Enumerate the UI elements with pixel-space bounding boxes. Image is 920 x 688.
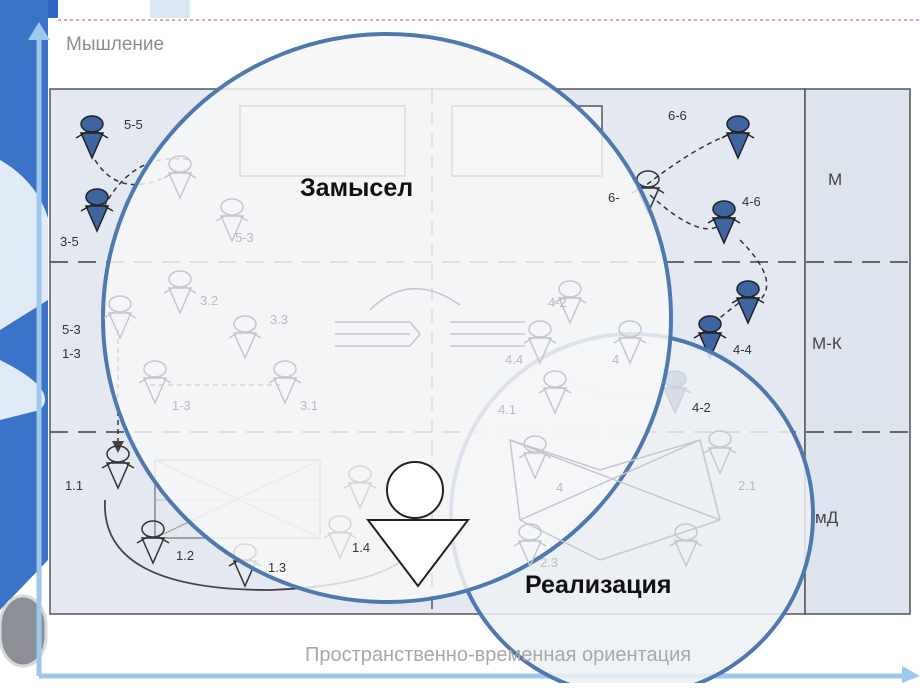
row-label-md: мД <box>815 508 839 527</box>
figure-label: 5-3 <box>235 230 254 245</box>
central-person-icon <box>365 461 471 588</box>
figure-label: 1.1 <box>65 478 84 493</box>
arrow-icon <box>369 287 461 311</box>
circle-zamysel <box>101 32 673 604</box>
figure-label: 4-6 <box>742 194 761 209</box>
figure-label: 3.1 <box>300 398 319 413</box>
figure-label: 4-2 <box>548 295 567 310</box>
figure-label: 4.4 <box>505 352 524 367</box>
figure-label: 1-3 <box>172 398 191 413</box>
vertical-axis-label: Мышление <box>66 34 165 55</box>
figure-label: 2.1 <box>738 478 757 493</box>
horizontal-axis-label: Пространственно-временная ориентация <box>305 644 692 666</box>
figure-label: 4-2 <box>692 400 711 415</box>
faded-figures <box>103 155 737 567</box>
figure-label: 2.3 <box>540 555 559 570</box>
realizatsiya-label: Реализация <box>525 571 672 599</box>
axes <box>28 22 920 683</box>
figure-label: 1.2 <box>176 548 195 563</box>
figure-label: 1.4 <box>352 540 371 555</box>
figure-label: 6- <box>608 190 620 205</box>
figure-label: 4 <box>612 352 620 367</box>
figure-label: 1-3 <box>62 346 81 361</box>
zamysel-label: Замысел <box>300 174 414 202</box>
figure-label: 4 <box>556 480 564 495</box>
row-label-m-k: М-К <box>812 334 842 353</box>
figure-label: 5-3 <box>62 322 81 337</box>
row-label-m: М <box>828 170 843 189</box>
figure-label: 3.2 <box>200 293 219 308</box>
figure-label: 3-5 <box>60 234 79 249</box>
figure-label: 1.3 <box>268 560 287 575</box>
figure-label: 4.1 <box>498 402 517 417</box>
figure-label: 4-4 <box>733 342 752 357</box>
figure-label: 3.3 <box>270 312 289 327</box>
figure-label: 6-6 <box>668 108 687 123</box>
figure-label: 5-5 <box>124 117 143 132</box>
